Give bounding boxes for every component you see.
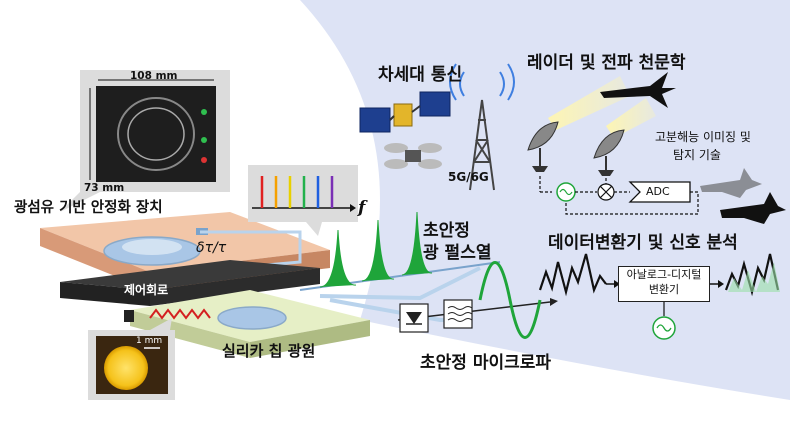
drone-icon <box>384 143 442 169</box>
chip-photo-callout <box>88 318 175 400</box>
label-height-73: 73 mm <box>84 182 125 194</box>
label-fiber-stabilizer: 광섬유 기반 안정화 장치 <box>14 200 163 216</box>
device-photo-callout <box>60 70 230 212</box>
microwave-wave <box>478 261 542 339</box>
analog-waveform <box>538 253 607 297</box>
radar-beam-1 <box>548 76 630 130</box>
label-next-gen-comm: 차세대 통신 <box>378 65 463 85</box>
label-imaging: 고분해능 이미징 및 <box>655 130 751 144</box>
spectrum-callout <box>248 165 358 236</box>
radar-dish-icon-2 <box>593 129 625 176</box>
label-ultra-microwave: 초안정 마이크로파 <box>420 353 552 373</box>
label-delay: δτ/τ <box>196 240 227 256</box>
signal-chain <box>539 176 699 215</box>
cell-tower-icon <box>449 63 515 191</box>
spectral-lines <box>260 176 334 208</box>
label-freq-axis: f <box>358 198 366 218</box>
label-ultra-pulse-1: 초안정 <box>423 221 470 241</box>
aircraft-detection-icon <box>700 168 786 224</box>
output-fiber <box>319 266 481 301</box>
label-ultra-pulse-2: 광 펄스열 <box>423 243 492 263</box>
silica-resonator <box>217 306 287 330</box>
silica-chip-block <box>124 290 370 358</box>
adc-converter-line1: 아날로그-디지털 <box>626 268 702 281</box>
photodiode-icon <box>399 303 429 333</box>
control-circuit-block <box>60 260 320 306</box>
adc-converter-box: 아날로그-디지털 변환기 <box>618 266 710 302</box>
label-control-circuit: 제어회로 <box>124 283 169 297</box>
label-adc: ADC <box>646 185 670 198</box>
adc-converter-line2: 변환기 <box>648 283 680 296</box>
label-silica-chip: 실리카 칩 광원 <box>222 342 316 360</box>
laser-zigzag <box>149 308 211 320</box>
label-5g6g: 5G/6G <box>448 170 489 184</box>
filter-icon <box>443 299 473 329</box>
satellite-icon <box>359 91 451 133</box>
label-data-converter: 데이터변환기 및 신호 분석 <box>548 233 738 253</box>
label-width-108: 108 mm <box>130 70 178 82</box>
label-scale-1mm: 1 mm <box>136 336 163 346</box>
radar-dish-icon <box>527 121 559 172</box>
optical-pulse-train <box>299 211 501 291</box>
airplane-icon <box>600 72 676 108</box>
photodetection-chain <box>397 261 558 339</box>
chip-image <box>104 346 148 390</box>
label-imaging-2: 탐지 기술 <box>673 148 721 162</box>
radar-beam-2 <box>606 98 656 138</box>
label-radar-astronomy: 레이더 및 전파 천문학 <box>527 53 686 73</box>
data-converter-chain <box>538 253 780 340</box>
